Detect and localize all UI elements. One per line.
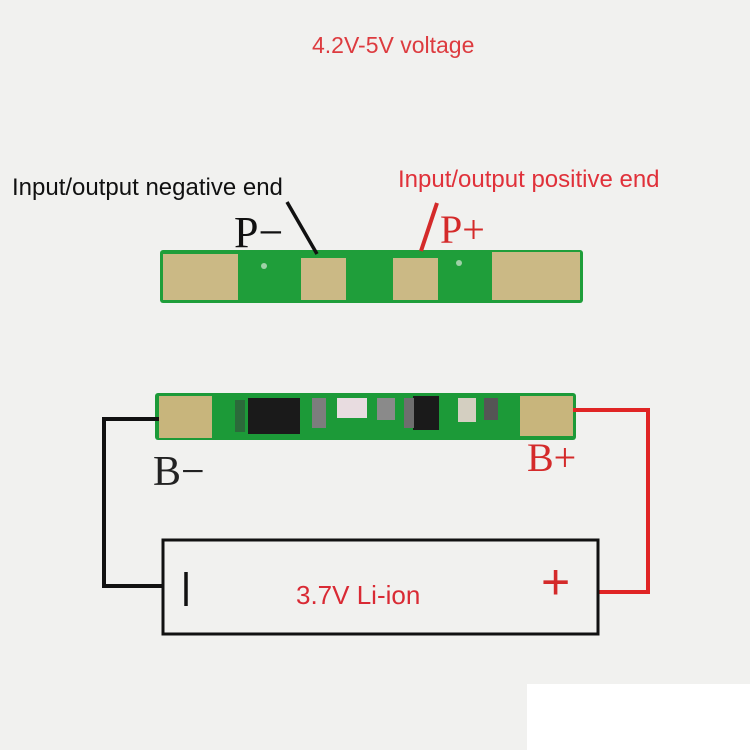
ic-chip-2	[413, 396, 439, 430]
smd-resistor	[312, 398, 326, 428]
pointer-line-negative	[285, 201, 319, 255]
pcb-board-top	[160, 250, 583, 303]
led-component	[337, 398, 367, 418]
positive-end-label: Input/output positive end	[398, 166, 660, 193]
background-corner	[527, 684, 750, 750]
pcb-top-body	[160, 250, 583, 303]
wire-positive	[573, 408, 650, 594]
voltage-title: 4.2V-5V voltage	[312, 32, 475, 58]
pad-top-right	[492, 252, 580, 300]
silkscreen-mark	[261, 263, 267, 269]
pcb-board-bottom	[155, 393, 576, 440]
pad-p-minus	[301, 258, 346, 300]
battery-cell	[161, 538, 600, 636]
p-plus-label: P+	[440, 207, 485, 252]
b-minus-label: B−	[153, 449, 205, 495]
pad-b-minus	[159, 396, 212, 438]
wire-negative	[102, 417, 163, 588]
silkscreen-mark	[456, 260, 462, 266]
pad-top-left	[163, 254, 238, 300]
smd-resistor	[484, 398, 498, 420]
smd-capacitor	[404, 398, 414, 428]
p-minus-label: P−	[234, 208, 284, 257]
negative-end-label: Input/output negative end	[12, 174, 283, 201]
pad-b-plus	[520, 396, 573, 436]
smd-resistor	[377, 398, 395, 420]
battery-label: 3.7V Li-ion	[296, 580, 421, 610]
battery-positive-symbol: +	[541, 554, 571, 610]
b-plus-label: B+	[527, 435, 577, 480]
pointer-line-positive	[419, 202, 439, 252]
pad-p-plus	[393, 258, 438, 300]
silkscreen-text	[235, 400, 245, 432]
smd-capacitor	[458, 398, 476, 422]
ic-chip-1	[248, 398, 300, 434]
